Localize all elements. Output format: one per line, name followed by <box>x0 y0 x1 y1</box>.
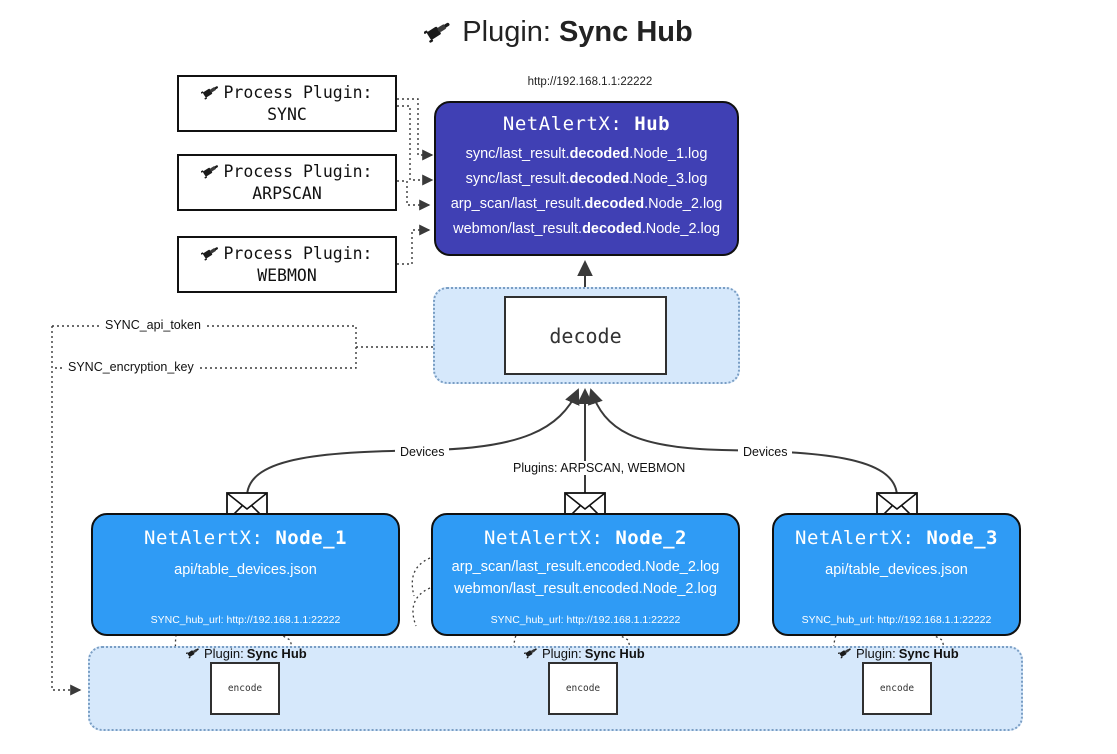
hub-log-line: sync/last_result.decoded.Node_3.log <box>436 167 737 192</box>
encoder-plugin-prefix: Plugin: <box>204 646 244 661</box>
log-mid: decoded <box>582 220 642 237</box>
log-mid: decoded <box>569 146 630 162</box>
node-title-prefix: NetAlertX: <box>144 527 264 549</box>
node-title-prefix: NetAlertX: <box>484 527 604 549</box>
process-plugin-sync[interactable]: Process Plugin: SYNC <box>177 75 397 132</box>
edge-label-devices-right: Devices <box>738 445 793 459</box>
edge-label-devices-left: Devices <box>395 445 450 459</box>
process-plugin-name: WEBMON <box>257 266 317 285</box>
process-plugin-name: SYNC <box>267 105 307 124</box>
plug-icon <box>837 645 853 662</box>
encode-box-node-3[interactable]: encode <box>862 662 932 715</box>
decode-box[interactable]: decode <box>504 296 667 375</box>
node-title-name: Node_1 <box>275 527 347 549</box>
log-pre: sync/last_result. <box>465 170 570 187</box>
secret-label-api-token: SYNC_api_token <box>101 318 205 332</box>
node-data-line: arp_scan/last_result.encoded.Node_2.log <box>451 559 720 575</box>
node-title-name: Node_3 <box>926 527 998 549</box>
hub-log-line: webmon/last_result.decoded.Node_2.log <box>436 217 737 242</box>
node-title: NetAlertX: Node_3 <box>774 527 1019 549</box>
encode-box-node-2[interactable]: encode <box>548 662 618 715</box>
hub-log-line: arp_scan/last_result.decoded.Node_2.log <box>436 192 737 217</box>
process-plugin-name: ARPSCAN <box>252 184 322 203</box>
plug-icon <box>201 161 221 184</box>
node-hub-url: SYNC_hub_url: http://192.168.1.1:22222 <box>150 614 341 626</box>
node-hub-url: SYNC_hub_url: http://192.168.1.1:22222 <box>801 614 992 626</box>
process-plugin-caption: Process Plugin: <box>223 83 373 103</box>
node-box-node-1[interactable]: NetAlertX: Node_1 api/table_devices.json… <box>91 513 400 636</box>
node-title: NetAlertX: Node_2 <box>433 527 738 549</box>
node-data-line: api/table_devices.json <box>174 562 317 578</box>
log-post: .Node_2.log <box>641 220 720 237</box>
node-data-line: webmon/last_result.encoded.Node_2.log <box>454 581 717 597</box>
log-post: .Node_1.log <box>629 146 708 162</box>
encoder-plugin-tag: Plugin: Sync Hub <box>185 645 307 662</box>
plug-icon <box>523 645 539 662</box>
edge-label-plugins-center: Plugins: ARPSCAN, WEBMON <box>508 461 691 475</box>
process-plugin-caption: Process Plugin: <box>223 162 373 182</box>
encoder-plugin-prefix: Plugin: <box>856 646 896 661</box>
plug-icon <box>201 82 221 105</box>
process-plugin-webmon[interactable]: Process Plugin: WEBMON <box>177 236 397 293</box>
log-post: .Node_2.log <box>644 195 723 212</box>
encode-box-node-1[interactable]: encode <box>210 662 280 715</box>
hub-title-prefix: NetAlertX: <box>502 113 623 135</box>
log-pre: sync/last_result. <box>465 146 570 162</box>
node-data-line: api/table_devices.json <box>825 562 968 578</box>
process-plugin-caption: Process Plugin: <box>223 244 373 264</box>
node-box-node-2[interactable]: NetAlertX: Node_2 arp_scan/last_result.e… <box>431 513 740 636</box>
encoder-plugin-tag: Plugin: Sync Hub <box>837 645 959 662</box>
hub-url-label: http://192.168.1.1:22222 <box>527 76 653 88</box>
node-title: NetAlertX: Node_1 <box>93 527 398 549</box>
node-hub-url: SYNC_hub_url: http://192.168.1.1:22222 <box>490 614 681 626</box>
page-title: Plugin: Sync Hub <box>0 16 1117 49</box>
plug-icon <box>201 243 221 266</box>
hub-node-box[interactable]: NetAlertX: Hub sync/last_result.decoded.… <box>434 101 739 256</box>
hub-title: NetAlertX: Hub <box>436 113 737 135</box>
node-box-node-3[interactable]: NetAlertX: Node_3 api/table_devices.json… <box>772 513 1021 636</box>
log-mid: decoded <box>584 195 645 212</box>
plug-icon <box>185 645 201 662</box>
log-pre: arp_scan/last_result. <box>450 195 585 212</box>
plug-icon <box>424 17 454 49</box>
process-plugin-arpscan[interactable]: Process Plugin: ARPSCAN <box>177 154 397 211</box>
title-prefix: Plugin: <box>462 16 551 48</box>
hub-log-line: sync/last_result.decoded.Node_1.log <box>436 142 737 167</box>
hub-title-name: Hub <box>634 113 671 135</box>
log-post: .Node_3.log <box>629 170 708 187</box>
secret-label-encryption-key: SYNC_encryption_key <box>64 360 198 374</box>
encoder-plugin-tag: Plugin: Sync Hub <box>523 645 645 662</box>
encoder-plugin-name: Sync Hub <box>246 646 307 661</box>
encoder-plugin-prefix: Plugin: <box>542 646 582 661</box>
node-title-name: Node_2 <box>615 527 687 549</box>
encoder-plugin-name: Sync Hub <box>584 646 645 661</box>
title-name: Sync Hub <box>558 16 693 48</box>
log-pre: webmon/last_result. <box>453 220 583 237</box>
node-title-prefix: NetAlertX: <box>795 527 915 549</box>
encoder-plugin-name: Sync Hub <box>898 646 959 661</box>
log-mid: decoded <box>569 170 630 187</box>
